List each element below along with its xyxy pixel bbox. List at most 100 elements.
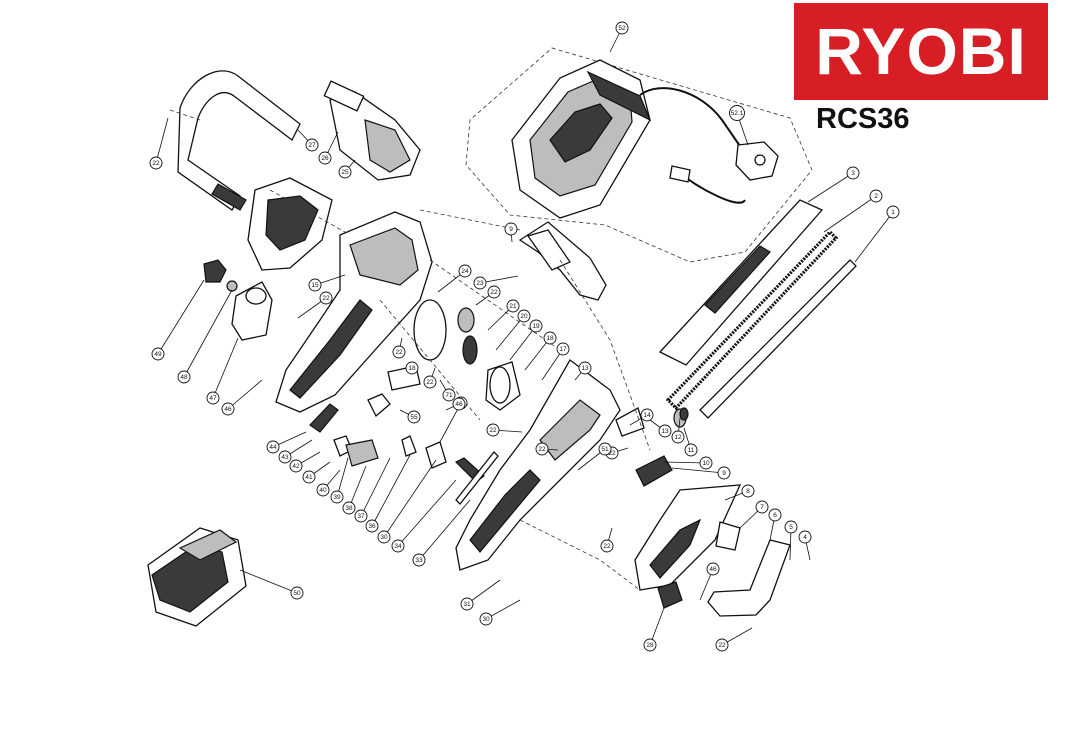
callout-c39: 39 [330,457,349,504]
callout-circle [578,361,592,375]
callout-leader [227,379,263,410]
motor-assembly [323,80,421,181]
brake-rod [455,451,499,505]
callout-c26: 26 [318,131,339,165]
callout-circle [407,410,421,424]
callout-c41: 41 [302,461,331,484]
callout-circle [506,299,520,313]
callout-leader [336,457,349,498]
callout-circle [598,442,612,456]
callout-c19: 19 [509,319,543,361]
callout-c17: 17 [541,342,570,381]
callout-circle [290,586,304,600]
battery-pack [147,527,247,627]
callout-circle [458,264,472,278]
callout-number: 52 [618,25,626,32]
hand-guard [518,221,607,301]
callout-number: 22 [538,446,546,453]
housing-left [275,211,433,413]
callout-c22j: 22 [535,442,559,456]
callout-c52: 52 [609,21,629,53]
callout-circle [278,450,292,464]
callout-c7: 7 [739,500,769,529]
callout-number: 46 [455,401,463,408]
callout-c55: 55 [399,409,421,424]
callout-c13b: 13 [649,419,672,438]
callout-c1: 1 [854,205,900,263]
callout-circle [869,189,883,203]
callout-c28: 28 [643,607,665,652]
callout-c23: 23 [473,275,519,290]
callout-c11: 11 [683,427,698,457]
callout-number: 8 [746,488,750,495]
callout-circle [684,443,698,457]
callout-circle [784,520,798,534]
charger [511,59,652,219]
callout-number: 46 [709,566,717,573]
callout-circle [529,319,543,333]
callout-c24: 24 [437,264,472,293]
callout-circle [319,291,333,305]
callout-c3: 3 [807,166,860,203]
callout-circle [342,501,356,515]
callout-leader [649,607,665,646]
callout-number: 28 [646,642,654,649]
callout-number: 44 [269,444,277,451]
callout-c40: 40 [316,469,341,497]
callout-number: 19 [532,323,540,330]
callout-circle [846,166,860,180]
assembly-guide-7 [169,109,201,121]
callout-number: 41 [305,474,313,481]
callout-circle [798,530,812,544]
callout-c34: 34 [391,479,457,553]
callout-number: 38 [345,505,353,512]
callout-circle [266,440,280,454]
callout-leader [371,454,411,527]
callout-c71: 71 [439,379,456,402]
callout-number: 30 [482,616,490,623]
charger-cord-plug [639,87,779,204]
callout-leader [807,172,854,203]
callout-c6: 6 [768,508,782,541]
callout-leader [524,337,551,371]
callout-number: 3 [851,170,855,177]
callout-circle [452,397,466,411]
callout-c18b: 18 [405,361,419,375]
callout-c27: 27 [297,129,319,152]
assembly-guide-1 [269,189,346,233]
callout-leader [183,289,233,378]
logo-text: RYOBI [815,14,1027,88]
callout-number: 22 [426,379,434,386]
callout-circle [391,539,405,553]
callout-circle [330,490,344,504]
callout-number: 34 [394,543,402,550]
callout-number: 13 [581,365,589,372]
callout-number: 42 [292,463,300,470]
callout-circle [305,138,319,152]
callout-c49: 49 [151,279,205,361]
callout-number: 71 [445,392,453,399]
callout-number: 47 [209,395,217,402]
callout-c20: 20 [495,309,531,351]
callout-number: 52.1 [731,110,744,117]
callout-circle [504,222,518,236]
callout-c22f: 22 [486,423,523,437]
callout-leader [348,465,367,509]
callout-number: 18 [408,365,416,372]
callout-number: 26 [321,155,329,162]
callout-leader [823,195,877,233]
callout-number: 22 [608,450,616,457]
callout-circle [405,361,419,375]
callout-number: 33 [415,557,423,564]
callout-number: 48 [180,374,188,381]
callout-c18: 18 [524,331,557,371]
callout-number: 36 [368,523,376,530]
callout-leader [360,457,391,517]
model-number: RCS36 [816,103,910,135]
callout-number: 23 [476,280,484,287]
assembly-guide-6 [519,519,641,591]
callout-leader [663,461,707,464]
callout-circle [556,342,570,356]
chain-brake-handle [707,539,791,617]
callout-number: 22 [603,543,611,550]
